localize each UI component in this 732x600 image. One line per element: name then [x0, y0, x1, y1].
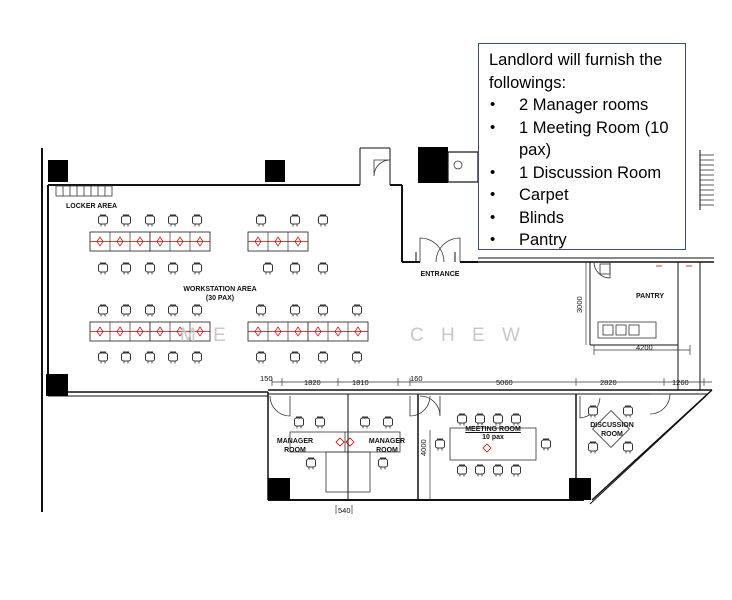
note-item-pantry: Pantry	[489, 229, 677, 252]
manager-room-furniture	[289, 431, 401, 493]
watermark-left: M E	[180, 325, 232, 346]
locker-area-label: LOCKER AREA	[66, 203, 118, 210]
staircase	[447, 150, 714, 210]
workstation-pax-label: (30 PAX)	[205, 295, 235, 302]
dim-540: 540	[338, 506, 351, 515]
landlord-note-box: Landlord will furnish the followings: 2 …	[478, 43, 686, 252]
dim-1820: 1820	[304, 378, 321, 387]
note-item-carpet: Carpet	[489, 184, 677, 207]
note-list: 2 Manager rooms 1 Meeting Room (10 pax) …	[489, 94, 677, 252]
dim-2820: 2820	[600, 378, 617, 387]
dim-150: 150	[260, 374, 273, 383]
note-item-blinds: Blinds	[489, 207, 677, 230]
note-item-manager-rooms: 2 Manager rooms	[489, 94, 677, 117]
workstation-area-label: WORKSTATION AREA	[183, 286, 257, 293]
entrance-label: ENTRANCE	[420, 271, 460, 278]
dim-4200: 4200	[636, 343, 653, 352]
dim-5060: 5060	[496, 378, 513, 387]
note-item-discussion-room: 1 Discussion Room	[489, 162, 677, 185]
walls	[41, 147, 714, 512]
note-title: Landlord will furnish the followings:	[489, 51, 663, 92]
door-swings	[269, 159, 671, 419]
manager-room-b-label-1: MANAGER	[368, 438, 406, 445]
manager-room-b-label-2: ROOM	[376, 447, 398, 454]
discussion-room-label-2: ROOM	[601, 431, 623, 438]
discussion-table	[592, 410, 630, 448]
manager-room-a-label-2: ROOM	[284, 447, 306, 454]
discussion-room-label-1: DISCUSSION	[590, 422, 634, 429]
note-item-meeting-room: 1 Meeting Room (10 pax)	[489, 117, 677, 162]
dim-4000: 4000	[419, 439, 428, 456]
meeting-room-label: MEETING ROOM	[465, 426, 521, 433]
columns	[46, 147, 591, 500]
dim-1260: 1260	[672, 378, 689, 387]
meeting-chairs	[435, 413, 551, 477]
pantry-label: PANTRY	[636, 293, 664, 300]
meeting-room-pax-label: 10 pax	[482, 434, 504, 441]
dim-160: 160	[410, 374, 423, 383]
locker-area	[55, 185, 113, 197]
manager-room-a-label-1: MANAGER	[276, 438, 314, 445]
dimension-lines	[271, 262, 712, 514]
watermark: C H E W	[410, 325, 526, 346]
dim-1810: 1810	[352, 378, 369, 387]
meeting-table	[449, 427, 537, 461]
dim-3000: 3000	[575, 296, 584, 313]
pantry-fittings	[597, 263, 692, 339]
